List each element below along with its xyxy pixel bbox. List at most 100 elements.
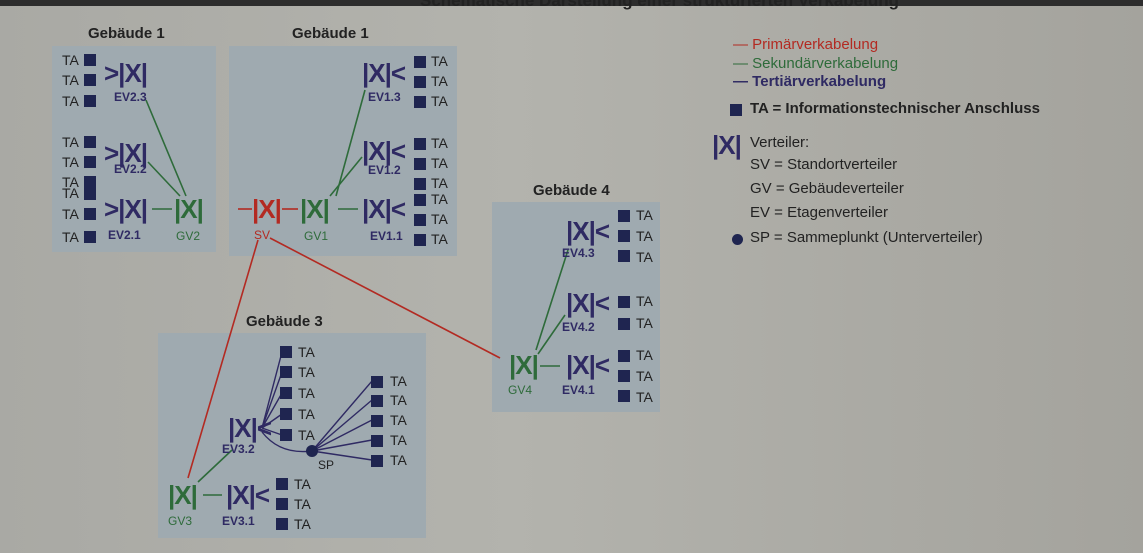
- ta-label: TA: [431, 155, 448, 171]
- ta-label: TA: [390, 452, 407, 468]
- distributor-icon: >|X|: [104, 58, 148, 88]
- ta-outlet-icon: [280, 387, 292, 399]
- ta-outlet-icon: [371, 435, 383, 447]
- ta-outlet-icon: [371, 395, 383, 407]
- ev1-1-label: EV1.1: [370, 229, 403, 243]
- ta-label: TA: [636, 347, 653, 363]
- ta-label: TA: [294, 516, 311, 532]
- distributor-icon: |X|<: [362, 194, 406, 224]
- ta-outlet-icon: [414, 76, 426, 88]
- ta-label: TA: [431, 93, 448, 109]
- ta-label: TA: [390, 392, 407, 408]
- distributor-icon: |X|: [300, 194, 330, 224]
- building-1-left: [52, 46, 216, 252]
- ta-outlet-icon: [84, 208, 96, 220]
- ev1-3-label: EV1.3: [368, 90, 401, 104]
- building-1-left-title: Gebäude 1: [88, 25, 165, 42]
- building-4: [492, 202, 660, 412]
- distributor-icon: |X|<: [226, 480, 270, 510]
- ta-label: TA: [62, 134, 79, 150]
- ta-outlet-icon: [280, 346, 292, 358]
- legend-sv: SV = Standortverteiler: [750, 156, 898, 173]
- ta-outlet-icon: [84, 95, 96, 107]
- ta-label: TA: [298, 406, 315, 422]
- ta-outlet-icon: [414, 138, 426, 150]
- header-text: Schematische Darstellung einer strukturi…: [420, 0, 899, 10]
- ta-outlet-icon: [414, 214, 426, 226]
- distributor-icon: |X|<: [566, 216, 610, 246]
- distributor-icon: |X|<: [362, 136, 406, 166]
- distributor-icon: |X|: [168, 480, 198, 510]
- ev4-1-label: EV4.1: [562, 383, 595, 397]
- ta-outlet-icon: [618, 350, 630, 362]
- distributor-icon: |X|: [509, 350, 539, 380]
- legend-primary: — Primärverkabelung: [733, 36, 879, 53]
- legend-sp: SP = Sammeplunkt (Unterverteiler): [750, 229, 983, 246]
- ta-outlet-icon: [84, 176, 96, 188]
- page-edge: [0, 0, 1143, 6]
- ta-outlet-icon: [84, 136, 96, 148]
- ta-outlet-icon: [276, 518, 288, 530]
- legend-ev: EV = Etagenverteiler: [750, 204, 888, 221]
- ta-outlet-icon: [414, 194, 426, 206]
- ta-outlet-icon: [280, 429, 292, 441]
- ta-outlet-icon: [618, 318, 630, 330]
- ta-outlet-icon: [276, 478, 288, 490]
- ta-outlet-icon: [84, 156, 96, 168]
- ta-outlet-icon: [618, 210, 630, 222]
- ta-label: TA: [636, 207, 653, 223]
- ta-outlet-icon: [276, 498, 288, 510]
- gv3-label: GV3: [168, 514, 193, 528]
- ta-label: TA: [390, 412, 407, 428]
- building-3-title: Gebäude 3: [246, 313, 323, 330]
- ta-outlet-icon: [84, 74, 96, 86]
- distributor-icon: |X|: [252, 194, 282, 224]
- ta-label: TA: [62, 154, 79, 170]
- ta-outlet-icon: [371, 455, 383, 467]
- ta-label: TA: [62, 93, 79, 109]
- ta-outlet-icon: [371, 376, 383, 388]
- ta-label: TA: [62, 174, 79, 190]
- ta-label: TA: [62, 52, 79, 68]
- distributor-icon: |X|<: [228, 413, 272, 443]
- ta-outlet-icon: [730, 104, 742, 116]
- legend-gv: GV = Gebäudeverteiler: [750, 180, 904, 197]
- ta-label: TA: [431, 135, 448, 151]
- ta-label: TA: [431, 53, 448, 69]
- ta-label: TA: [298, 344, 315, 360]
- ta-outlet-icon: [84, 231, 96, 243]
- ta-label: TA: [62, 229, 79, 245]
- legend-tertiary: — Tertiärverkabelung: [733, 73, 887, 90]
- ta-label: TA: [62, 185, 79, 201]
- ev4-2-label: EV4.2: [562, 320, 595, 334]
- ev2-3-label: EV2.3: [114, 90, 147, 104]
- ta-outlet-icon: [414, 96, 426, 108]
- ta-label: TA: [431, 191, 448, 207]
- ta-outlet-icon: [618, 250, 630, 262]
- ta-label: TA: [431, 231, 448, 247]
- legend-ta: TA = Informationstechnischer Anschluss: [750, 100, 1040, 117]
- distributor-icon: >|X|: [104, 138, 148, 168]
- distributor-icon: |X|: [174, 194, 204, 224]
- ev2-1-label: EV2.1: [108, 228, 141, 242]
- ta-label: TA: [298, 364, 315, 380]
- ta-label: TA: [298, 385, 315, 401]
- ta-label: TA: [62, 72, 79, 88]
- gv2-label: GV2: [176, 229, 201, 243]
- ta-label: TA: [431, 211, 448, 227]
- ta-label: TA: [294, 496, 311, 512]
- distributor-icon: |X|<: [566, 288, 610, 318]
- distributor-icon: |X|<: [566, 350, 610, 380]
- sp-label: SP: [318, 458, 335, 472]
- gv1-label: GV1: [304, 229, 329, 243]
- sv-label: SV: [254, 228, 271, 242]
- ta-outlet-icon: [280, 408, 292, 420]
- gv4-label: GV4: [508, 383, 533, 397]
- ta-outlet-icon: [414, 234, 426, 246]
- ta-outlet-icon: [371, 415, 383, 427]
- legend-secondary: — Sekundärverkabelung: [733, 55, 899, 72]
- building-1-right-title: Gebäude 1: [292, 25, 369, 42]
- distributor-icon: >|X|: [104, 194, 148, 224]
- ev1-2-label: EV1.2: [368, 163, 401, 177]
